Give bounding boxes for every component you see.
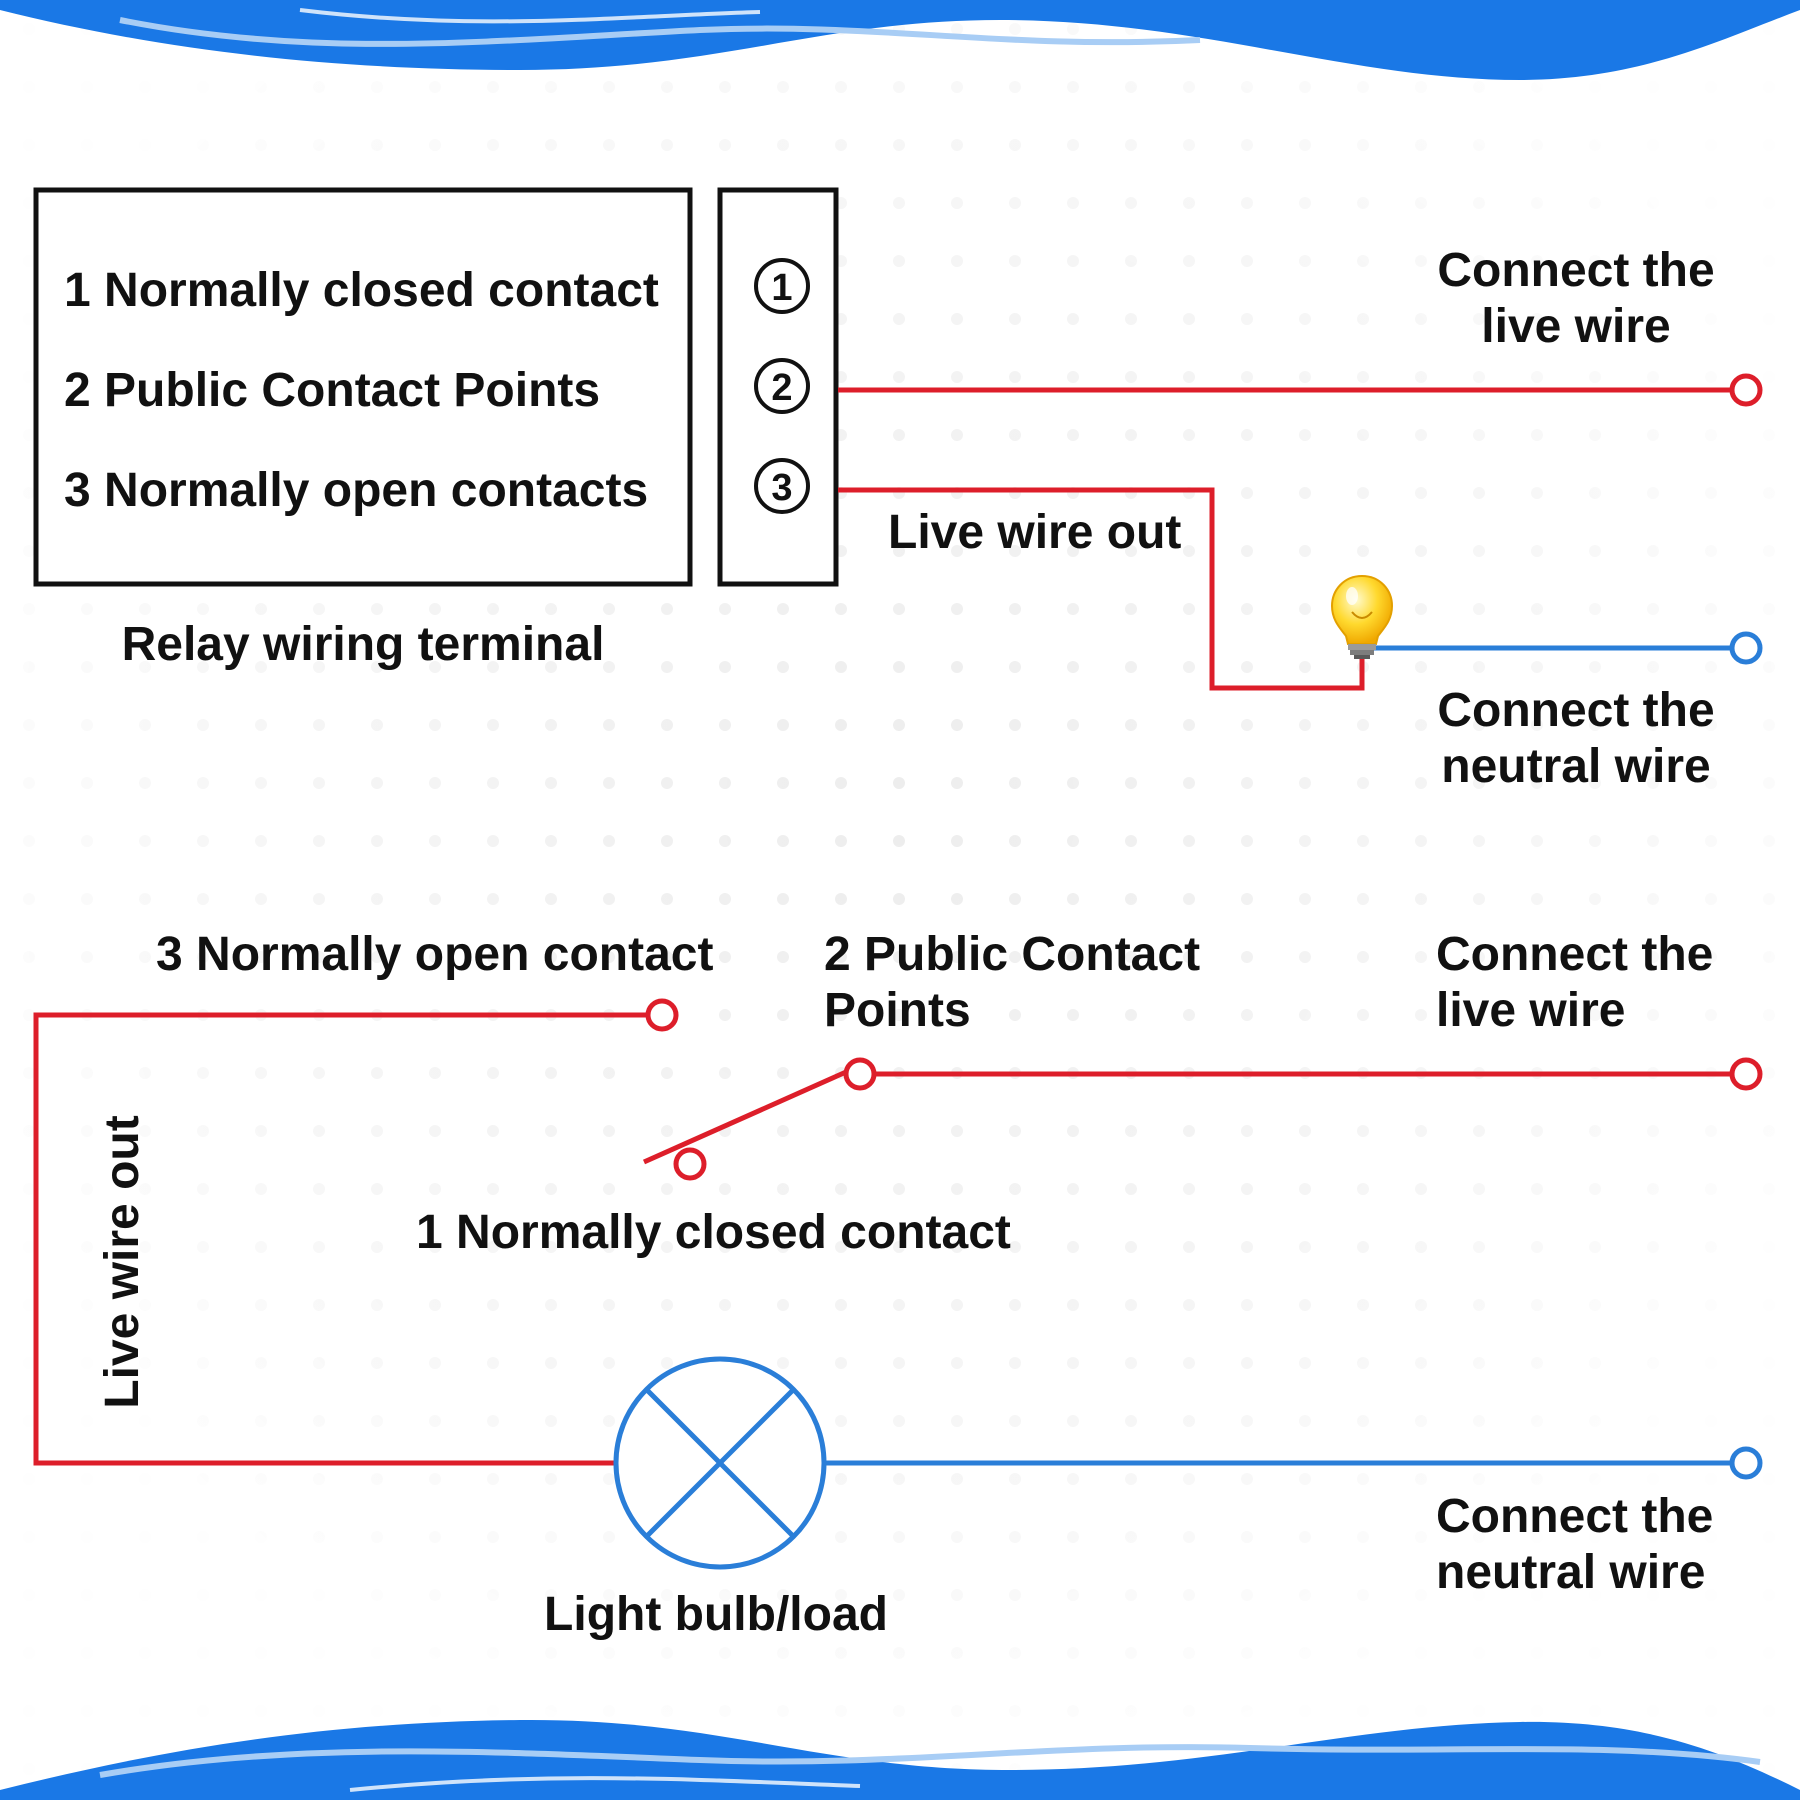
bottom-neutral-terminal: [1729, 1446, 1763, 1480]
bottom-connect-neutral-line-2: neutral wire: [1436, 1546, 1705, 1599]
top-wave-decoration: [0, 0, 1800, 80]
switch-arm: [642, 1069, 848, 1165]
top-connect-live-line-2: live wire: [1481, 300, 1670, 353]
bottom-live-out-wire: [33, 1012, 648, 1466]
normally-closed-terminal: [673, 1147, 707, 1181]
terminal-line-3: 3 Normally open contacts: [64, 464, 648, 517]
top-live-out-wire: [838, 487, 1365, 691]
top-live-wire-out-label: Live wire out: [888, 506, 1181, 559]
bottom-connect-live-line-2: live wire: [1436, 984, 1625, 1037]
normally-open-terminal: [645, 998, 679, 1032]
bottom-live-terminal: [1729, 1057, 1763, 1091]
top-connect-neutral-line-2: neutral wire: [1441, 740, 1710, 793]
pin-3: 3: [754, 458, 810, 514]
bottom-connect-neutral-line-1: Connect the: [1436, 1490, 1713, 1543]
bottom-connect-live-line-1: Connect the: [1436, 928, 1713, 981]
top-connect-live-line-1: Connect the: [1437, 244, 1714, 297]
pin-2-label: 2: [771, 367, 792, 409]
bottom-public-contact-line-1: 2 Public Contact: [824, 928, 1200, 981]
pin-1-label: 1: [771, 267, 792, 309]
terminal-line-2: 2 Public Contact Points: [64, 364, 600, 417]
pin-1: 1: [754, 258, 810, 314]
bottom-normally-closed-label: 1 Normally closed contact: [416, 1206, 1011, 1259]
top-live-terminal: [1729, 373, 1763, 407]
public-contact-terminal: [843, 1057, 877, 1091]
lamp-load-symbol: [613, 1356, 827, 1570]
pin-3-label: 3: [771, 467, 792, 509]
terminal-legend-box: [33, 187, 693, 587]
top-connect-neutral-line-1: Connect the: [1437, 684, 1714, 737]
top-neutral-terminal: [1729, 631, 1763, 665]
terminal-line-1: 1 Normally closed contact: [64, 264, 659, 317]
bottom-live-wire-out-vertical: Live wire out: [96, 1115, 149, 1408]
load-label: Light bulb/load: [544, 1588, 888, 1641]
pin-2: 2: [754, 358, 810, 414]
bottom-normally-open-label: 3 Normally open contact: [156, 928, 713, 981]
bottom-wave-decoration: [0, 1719, 1800, 1800]
terminal-caption: Relay wiring terminal: [122, 618, 605, 671]
light-bulb-icon: [1330, 574, 1394, 659]
bottom-public-contact-line-2: Points: [824, 984, 971, 1037]
